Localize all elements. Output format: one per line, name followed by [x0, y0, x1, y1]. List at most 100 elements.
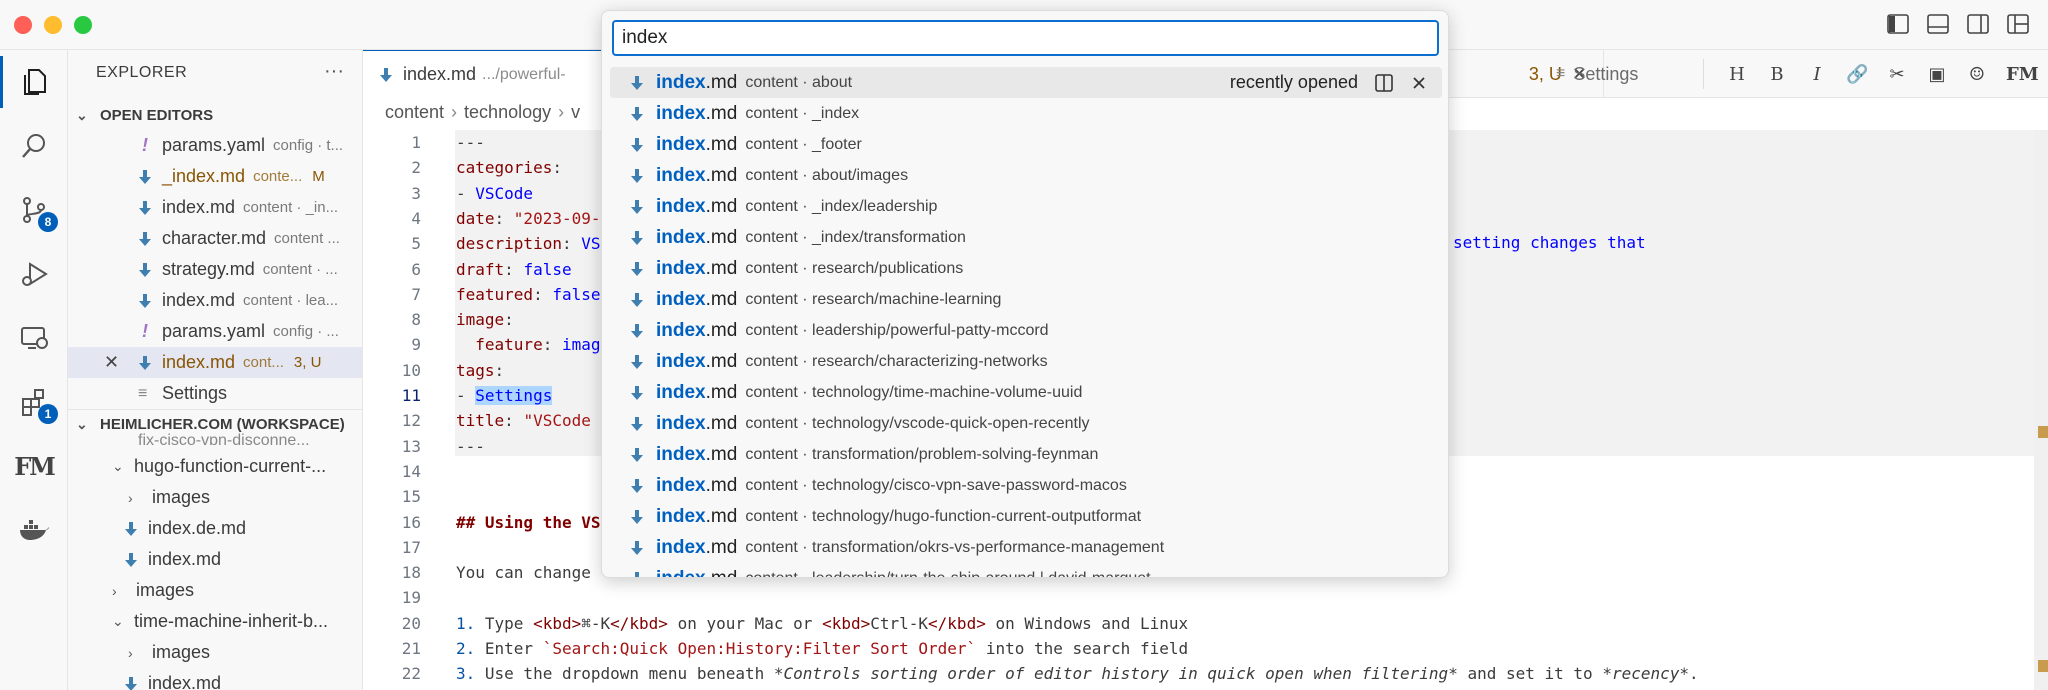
code-line[interactable]: 11- Settings	[363, 383, 2048, 408]
quick-open-input[interactable]	[612, 20, 1439, 56]
split-editor-icon[interactable]	[1374, 73, 1394, 93]
tree-file[interactable]: index.md	[68, 668, 362, 690]
tree-file[interactable]: index.de.md	[68, 513, 362, 544]
scissors-icon[interactable]: ✂	[1889, 63, 1905, 85]
breadcrumb-item[interactable]: content	[385, 102, 445, 122]
quick-open-filename: index.md	[656, 443, 738, 465]
tree-file[interactable]: index.md	[68, 544, 362, 575]
remote-explorer-icon[interactable]	[14, 318, 54, 358]
fm-toolbar-icon[interactable]: FM	[2006, 63, 2039, 85]
code-line[interactable]: 1---	[363, 130, 2048, 155]
close-icon[interactable]: ✕	[104, 352, 120, 372]
tree-item-partial[interactable]: fix-cisco-vpn-disconne...	[138, 432, 310, 446]
remove-item-icon[interactable]	[1410, 74, 1428, 92]
breadcrumb-item[interactable]: v	[571, 102, 581, 122]
code-line[interactable]: 19	[363, 585, 2048, 610]
tab-index-md-modified[interactable]: 3, U ✕	[1444, 50, 1604, 98]
maximize-window-button[interactable]	[74, 16, 92, 34]
code-line[interactable]: 13---	[363, 434, 2048, 459]
debug-icon[interactable]	[14, 254, 54, 294]
extensions-icon[interactable]: 1	[14, 382, 58, 424]
link-icon[interactable]: 🔗	[1846, 63, 1869, 85]
open-editor-item[interactable]: _index.md conte... M	[68, 161, 362, 192]
tree-folder[interactable]: ⌄ time-machine-inherit-b...	[112, 611, 329, 631]
tree-folder[interactable]: › images	[128, 487, 211, 507]
image-icon[interactable]: ▣	[1928, 63, 1946, 85]
emoji-icon[interactable]: ☺	[1968, 63, 1986, 85]
code-line[interactable]: 3- VSCode	[363, 181, 2048, 206]
code-line[interactable]: 9 feature: imag	[363, 332, 2048, 357]
toggle-panel-icon[interactable]	[1926, 12, 1950, 36]
open-editor-item[interactable]: index.md content · lea...	[68, 285, 362, 316]
close-tab-icon[interactable]: ✕	[1571, 63, 1587, 84]
bold-icon[interactable]: B	[1770, 63, 1784, 85]
italic-icon[interactable]: I	[1813, 63, 1821, 85]
code-line[interactable]: 16## Using the VS	[363, 510, 2048, 535]
search-icon[interactable]	[14, 126, 54, 166]
workspace-header[interactable]: ⌄ HEIMLICHER.COM (WORKSPACE)	[68, 409, 362, 439]
quick-open-filename: index.md	[656, 412, 738, 434]
more-actions-icon[interactable]: ···	[324, 60, 344, 82]
open-editor-item[interactable]: character.md content ...	[68, 223, 362, 254]
tab-settings[interactable]: ≡ Settings	[1556, 63, 1639, 84]
breadcrumb-item[interactable]: technology	[464, 102, 552, 122]
markdown-file-icon	[631, 199, 643, 214]
code-line[interactable]: 15	[363, 484, 2048, 509]
open-editor-item[interactable]: ! params.yaml config · ...	[68, 316, 362, 347]
overview-ruler[interactable]	[2034, 130, 2048, 690]
open-editor-item[interactable]: index.md content · _in...	[68, 192, 362, 223]
open-editor-item[interactable]: ! params.yaml config · t...	[68, 130, 362, 161]
minimize-window-button[interactable]	[44, 16, 62, 34]
source-control-icon[interactable]: 8	[14, 190, 58, 232]
tree-folder[interactable]: ⌄ hugo-function-current-...	[112, 456, 327, 476]
docker-icon[interactable]	[14, 510, 54, 550]
open-editor-item[interactable]: strategy.md content · ...	[68, 254, 362, 285]
toggle-primary-sidebar-icon[interactable]	[1886, 12, 1910, 36]
fm-icon[interactable]: FM	[14, 451, 56, 481]
quick-open-item-actions: recently opened	[1230, 72, 1428, 93]
customize-layout-icon[interactable]	[2006, 12, 2030, 36]
source-control-badge: 8	[38, 212, 58, 232]
code-line[interactable]: 14	[363, 459, 2048, 484]
open-editor-item-selected[interactable]: ✕ index.md cont... 3, U	[68, 347, 362, 378]
open-editors-header[interactable]: ⌄ OPEN EDITORS	[76, 106, 214, 124]
files-icon[interactable]	[0, 56, 54, 108]
tree-folder[interactable]: › images	[128, 642, 211, 662]
code-line[interactable]: 17	[363, 535, 2048, 560]
open-editor-item[interactable]: ≡ Settings	[138, 383, 228, 403]
heading-icon[interactable]: H	[1729, 63, 1745, 85]
tree-folder[interactable]: › images	[112, 580, 195, 600]
toggle-secondary-sidebar-icon[interactable]	[1966, 12, 1990, 36]
close-window-button[interactable]	[14, 16, 32, 34]
tab-index-md[interactable]: index.md .../powerful-	[363, 50, 603, 98]
